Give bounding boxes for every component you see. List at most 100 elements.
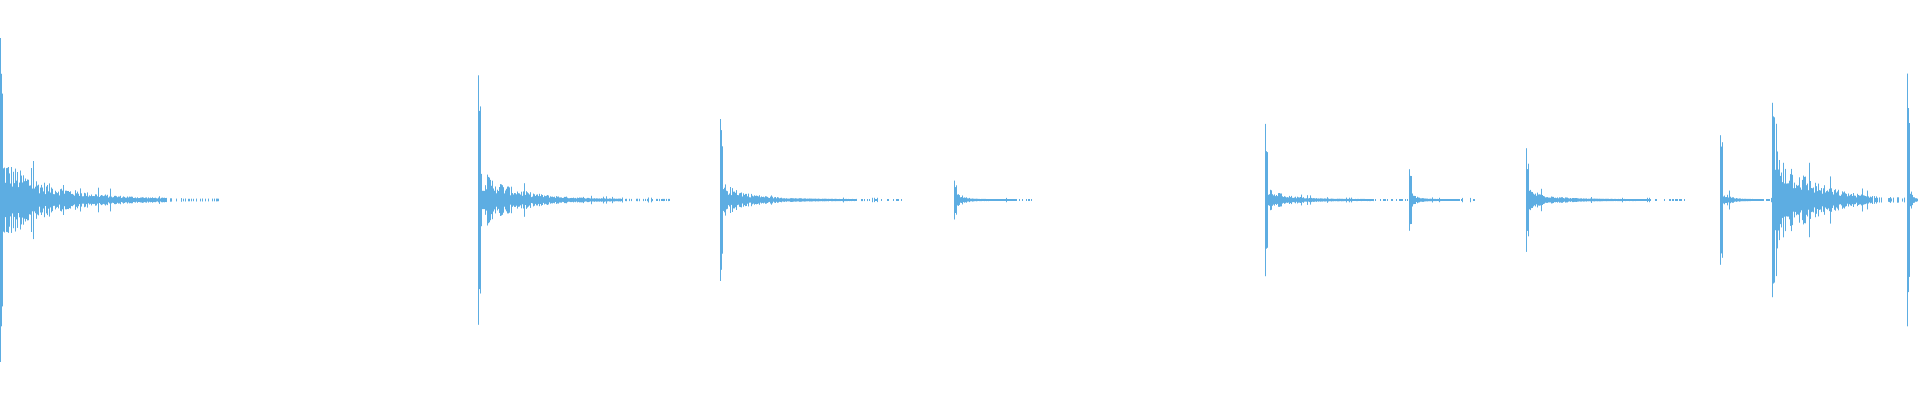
waveform-sample: [563, 197, 564, 203]
waveform-sample: [566, 196, 567, 204]
waveform-sample: [542, 195, 543, 205]
waveform-sample: [968, 198, 969, 202]
waveform-sample: [1312, 198, 1313, 202]
waveform-sample: [825, 198, 826, 202]
waveform-sample: [608, 198, 609, 202]
waveform-sample: [70, 191, 71, 209]
waveform-sample: [106, 195, 107, 205]
waveform-sample: [738, 195, 739, 205]
waveform-sample: [1528, 163, 1529, 237]
waveform-sample: [1534, 194, 1535, 206]
waveform-sample: [838, 199, 839, 202]
waveform-sample: [828, 198, 829, 202]
waveform-sample: [559, 197, 560, 203]
waveform-sample: [1560, 197, 1561, 203]
waveform-sample: [964, 197, 965, 203]
waveform-sample: [1828, 191, 1829, 209]
waveform-sample: [1330, 198, 1331, 202]
waveform-sample: [200, 198, 201, 202]
waveform-sample: [1270, 189, 1271, 211]
waveform-sample: [1776, 123, 1777, 277]
waveform-sample: [1838, 189, 1839, 211]
waveform-sample: [1775, 169, 1776, 231]
waveform-sample: [1740, 198, 1741, 202]
waveform-sample: [1412, 193, 1413, 207]
waveform-sample: [1859, 195, 1860, 205]
waveform-sample: [989, 199, 990, 201]
waveform-sample: [1430, 198, 1431, 202]
waveform-sample: [990, 199, 991, 201]
waveform-sample: [993, 199, 994, 201]
waveform-sample: [93, 196, 94, 205]
waveform-sample: [1335, 198, 1336, 202]
waveform-sample: [1802, 179, 1803, 221]
waveform-sample: [1002, 199, 1003, 201]
waveform-sample: [33, 161, 34, 240]
waveform-sample: [86, 195, 87, 205]
waveform-sample: [550, 196, 551, 204]
waveform-sample: [1556, 198, 1557, 202]
waveform-sample: [1623, 199, 1624, 201]
waveform-sample: [1531, 191, 1532, 209]
waveform-sample: [1543, 196, 1544, 204]
waveform-sample: [1413, 195, 1414, 205]
waveform-sample: [724, 187, 725, 213]
waveform-sample: [188, 198, 189, 202]
waveform-sample: [1755, 199, 1756, 201]
waveform-sample: [1366, 199, 1367, 201]
waveform-sample: [1727, 194, 1728, 206]
waveform-sample: [844, 199, 845, 202]
waveform-sample: [39, 193, 40, 207]
waveform-sample: [1850, 194, 1851, 206]
waveform-sample: [159, 196, 160, 204]
waveform-sample: [840, 199, 841, 202]
waveform-sample: [1819, 190, 1820, 210]
waveform-sample: [604, 198, 605, 202]
waveform-sample: [1840, 195, 1841, 205]
waveform-sample: [614, 198, 615, 202]
waveform-sample: [22, 182, 23, 218]
waveform-sample: [1266, 151, 1267, 249]
waveform-sample: [1857, 193, 1858, 207]
waveform-sample: [1803, 175, 1804, 225]
waveform-sample: [65, 190, 66, 210]
waveform-sample: [1891, 198, 1892, 202]
waveform-sample: [652, 199, 653, 202]
waveform-sample: [1281, 193, 1282, 207]
waveform-sample: [901, 199, 902, 201]
waveform-sample: [1265, 123, 1266, 277]
waveform-sample: [514, 193, 515, 207]
waveform-sample: [1725, 197, 1726, 203]
waveform-sample: [1420, 198, 1421, 202]
waveform-sample: [1549, 197, 1550, 203]
waveform-sample: [1622, 197, 1623, 203]
waveform-sample: [1329, 198, 1330, 202]
waveform-sample: [113, 197, 114, 203]
waveform-sample: [1028, 199, 1029, 201]
waveform-sample: [1563, 198, 1564, 203]
waveform-sample: [1841, 194, 1842, 206]
waveform-sample: [519, 193, 520, 207]
waveform-sample: [817, 198, 818, 202]
waveform-sample: [831, 198, 832, 202]
waveform-sample: [1565, 197, 1566, 203]
waveform-sample: [1439, 197, 1440, 203]
waveform-sample: [626, 198, 627, 202]
waveform-sample: [191, 198, 192, 202]
waveform-sample: [1328, 198, 1329, 202]
waveform-sample: [1624, 198, 1625, 201]
waveform-sample: [839, 198, 840, 202]
waveform-sample: [787, 198, 788, 202]
waveform-sample: [551, 196, 552, 204]
waveform-sample: [75, 190, 76, 210]
waveform-sample: [1804, 176, 1805, 224]
waveform-sample: [498, 191, 499, 209]
waveform-sample: [830, 198, 831, 201]
waveform-sample: [816, 198, 817, 202]
waveform-sample: [744, 194, 745, 206]
waveform-sample: [750, 197, 751, 203]
waveform-sample: [1837, 191, 1838, 209]
waveform-sample: [1852, 196, 1853, 205]
waveform-sample: [648, 197, 649, 203]
